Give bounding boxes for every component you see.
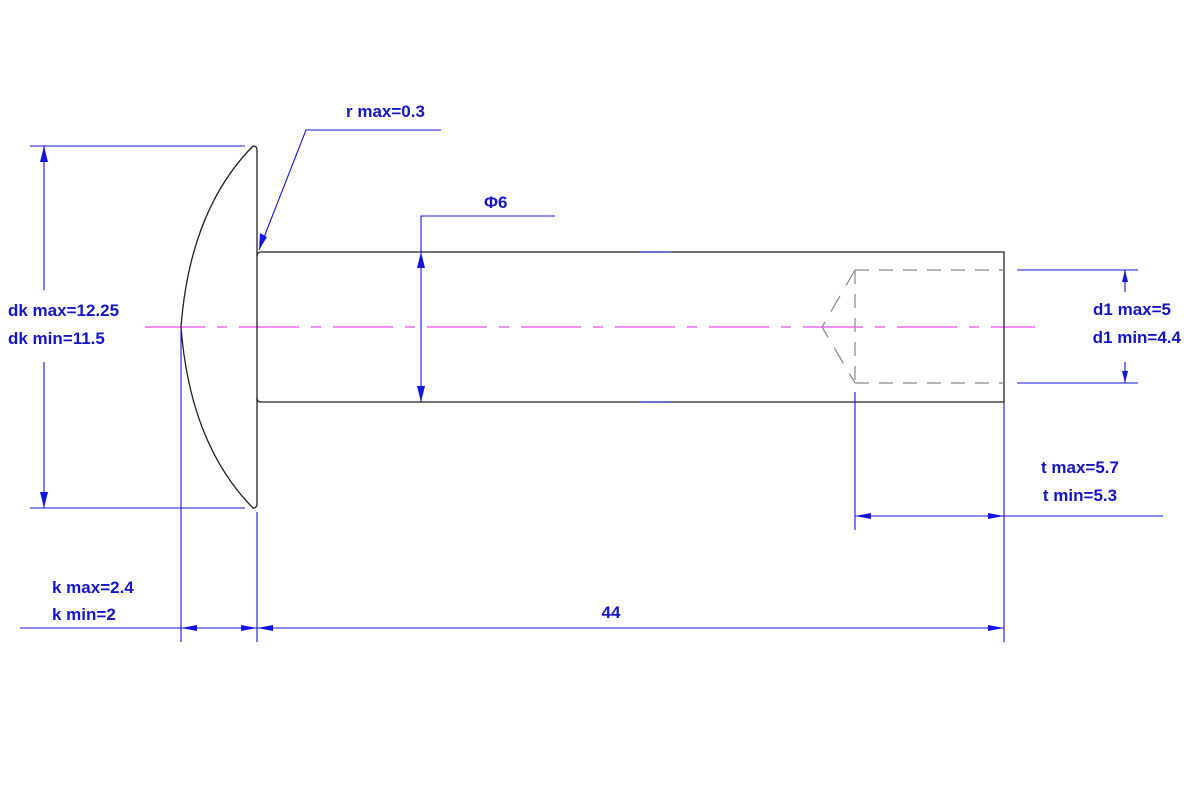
- k-length-dimension: k max=2.4 k min=2 44: [20, 330, 1004, 642]
- k-max-label: k max=2.4: [52, 578, 134, 597]
- k-min-label: k min=2: [52, 605, 116, 624]
- t-min-label: t min=5.3: [1043, 486, 1117, 505]
- r-max-label: r max=0.3: [346, 102, 425, 121]
- d1-max-label: d1 max=5: [1093, 300, 1171, 319]
- diameter-dimension: Φ6: [417, 193, 670, 403]
- dk-dimension: dk max=12.25 dk min=11.5: [8, 145, 245, 509]
- t-dimension: t max=5.7 t min=5.3: [854, 392, 1163, 642]
- length-label: 44: [602, 603, 621, 622]
- dk-min-label: dk min=11.5: [8, 329, 105, 348]
- t-max-label: t max=5.7: [1041, 458, 1119, 477]
- d1-dimension: d1 max=5 d1 min=4.4: [1017, 269, 1182, 384]
- dk-max-label: dk max=12.25: [8, 301, 119, 320]
- diameter-label: Φ6: [484, 193, 507, 212]
- d1-min-label: d1 min=4.4: [1093, 328, 1182, 347]
- rivet-head: [180, 145, 258, 509]
- r-leader: r max=0.3: [258, 102, 441, 251]
- rivet-shank: [256, 251, 1005, 403]
- hidden-hole: [821, 269, 1004, 384]
